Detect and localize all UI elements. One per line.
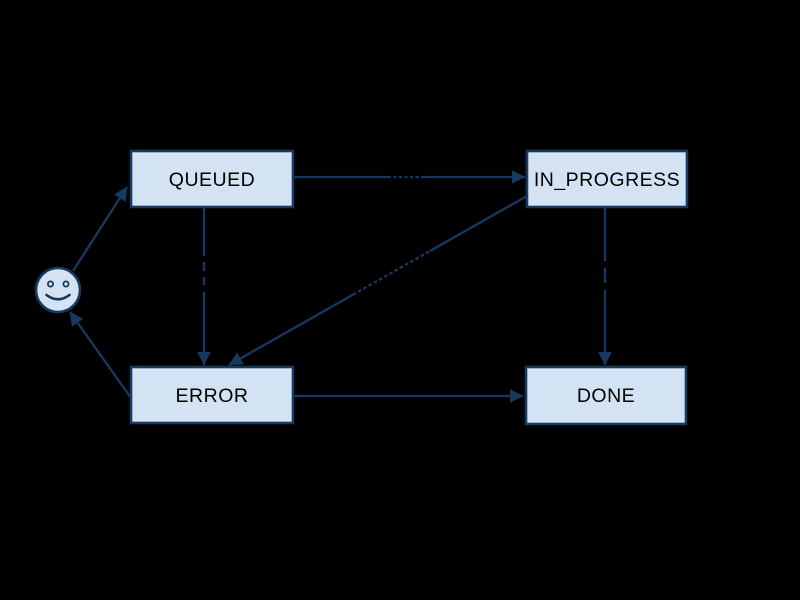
edge-error-to-start <box>69 311 132 399</box>
node-queued: QUEUED <box>129 149 295 209</box>
smiley-face-icon <box>34 266 82 314</box>
smiley-mouth <box>45 293 71 301</box>
node-done: DONE <box>524 365 688 426</box>
node-error-label: ERROR <box>176 385 249 407</box>
edge-start-to-queued <box>72 186 128 272</box>
smiley-eye-right <box>62 280 70 288</box>
label-strike-in-progress-error <box>353 247 433 297</box>
node-queued-box <box>129 149 295 209</box>
node-error-box <box>129 365 295 425</box>
node-in-progress-label: IN_PROGRESS <box>534 169 680 191</box>
node-in-progress-box <box>525 149 689 209</box>
edge-label-strike-artifacts <box>200 172 609 297</box>
smiley-eye-left <box>47 280 55 288</box>
node-queued-label: QUEUED <box>169 169 255 191</box>
node-in-progress: IN_PROGRESS <box>525 149 689 209</box>
smiley-head <box>34 266 82 314</box>
node-done-box <box>524 365 688 426</box>
node-done-label: DONE <box>577 385 635 407</box>
node-error: ERROR <box>129 365 295 425</box>
